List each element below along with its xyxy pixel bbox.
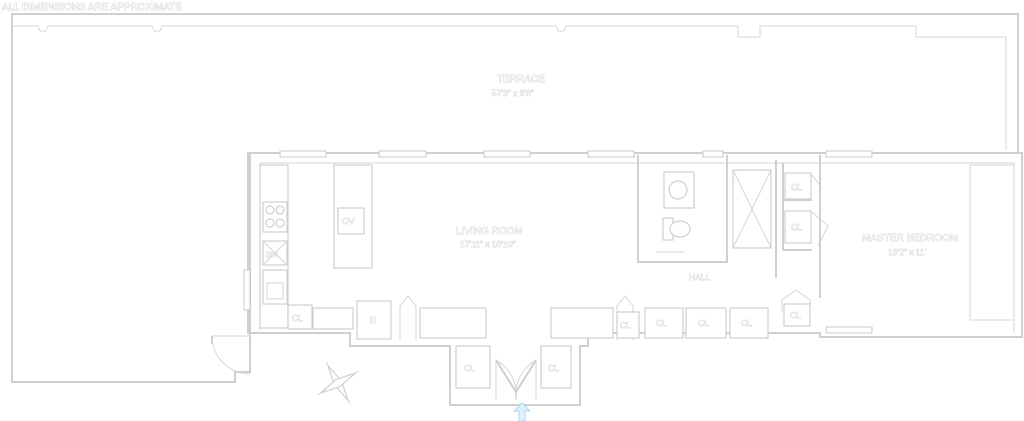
burner-icon [265,205,275,215]
dishwasher-label: DW [266,252,278,259]
master-bedroom-name: MASTER BEDROOM [862,233,958,244]
master-bedroom-dims: 13'2" x 11' [888,247,927,257]
closet-label: CL [791,182,802,192]
closet [644,307,684,339]
window [483,150,531,158]
shower-mark [732,169,772,249]
entry-door-leaf [495,359,517,393]
closet-label: CL [292,313,303,323]
closet [729,307,769,339]
burner-icon [275,218,285,228]
closet [784,210,812,244]
refrigerator-label: R [370,315,376,325]
window [825,326,873,334]
apartment-outline [247,152,1023,406]
counter-segment [419,307,487,339]
oven [337,207,365,235]
closet [455,345,491,389]
closet-label: CL [620,320,631,330]
vanity-sink [668,180,688,200]
counter-segment [550,307,614,339]
counter-segment [312,307,354,330]
living-room-name: LIVING ROOM [456,226,523,237]
terrace-inner-outline [14,25,1007,150]
entry-arrow-icon [512,402,532,421]
sink-basin [266,282,284,300]
cooktop [262,201,288,233]
bedroom-closet-wall [782,163,812,251]
closet [540,345,572,389]
closet [616,311,640,339]
dishwasher-mark [262,240,288,266]
closet-label: CL [698,318,709,328]
closet-label: CL [790,310,801,320]
window [279,150,327,158]
window [243,269,251,311]
closet-label: CL [741,318,752,328]
window [702,150,724,158]
oven-label: OV [342,216,355,226]
window [825,150,873,158]
closet-label: CL [791,222,802,232]
compass-icon [316,361,360,405]
bathroom-wall [637,155,728,263]
terrace-name: TERRACE [497,74,545,85]
living-room-dims: 17'11" x 10'10" [460,239,515,249]
terrace-dims: 57'3" x 8'6" [492,88,534,98]
window [587,150,635,158]
closet [784,172,812,200]
closet-label: CL [464,363,475,373]
window [378,150,427,158]
terrace-outline [11,13,1019,383]
entry-door-leaf [515,359,537,393]
hall-name: HALL [689,272,711,282]
refrigerator [356,300,392,340]
toilet-bowl [669,220,691,238]
terrace-door-swing [211,335,251,375]
closet-label: CL [656,318,667,328]
closet [685,307,727,339]
closet-label: CL [548,363,559,373]
closet [783,303,811,327]
burner-icon [265,218,275,228]
burner-icon [275,205,285,215]
dimensions-disclaimer: ALL DIMENSIONS ARE APPROXIMATE [2,2,182,13]
closet [287,304,313,330]
bedroom-bay [969,164,1014,321]
closet-door [399,295,417,340]
